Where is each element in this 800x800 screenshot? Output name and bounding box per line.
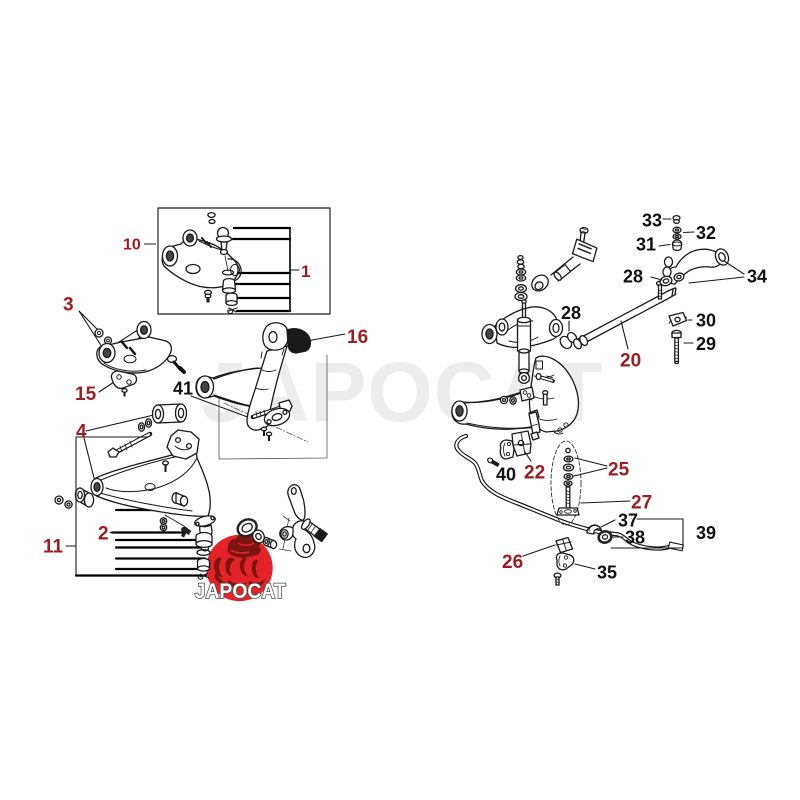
svg-text:22: 22 <box>524 463 545 484</box>
svg-text:28: 28 <box>561 303 581 323</box>
svg-text:28: 28 <box>623 267 643 287</box>
svg-text:11: 11 <box>43 537 64 558</box>
svg-text:33: 33 <box>642 211 662 231</box>
svg-text:10: 10 <box>123 237 141 254</box>
svg-text:25: 25 <box>608 460 630 481</box>
svg-text:1: 1 <box>301 262 310 281</box>
svg-text:35: 35 <box>597 563 617 583</box>
svg-text:39: 39 <box>696 523 716 543</box>
svg-text:31: 31 <box>636 235 656 255</box>
svg-text:41: 41 <box>173 379 193 399</box>
svg-text:40: 40 <box>496 465 516 485</box>
svg-text:37: 37 <box>618 511 638 531</box>
svg-text:2: 2 <box>98 524 109 545</box>
svg-text:3: 3 <box>63 295 74 316</box>
svg-text:29: 29 <box>696 334 716 354</box>
svg-text:16: 16 <box>347 327 368 348</box>
svg-text:30: 30 <box>696 311 716 331</box>
svg-text:15: 15 <box>75 384 97 405</box>
svg-text:34: 34 <box>747 267 767 287</box>
svg-text:4: 4 <box>76 422 87 443</box>
svg-text:38: 38 <box>625 528 645 548</box>
svg-text:32: 32 <box>696 223 716 243</box>
svg-text:26: 26 <box>502 552 523 573</box>
svg-text:27: 27 <box>631 493 652 514</box>
svg-text:20: 20 <box>620 351 641 372</box>
svg-text:JAPOCAT: JAPOCAT <box>195 579 286 603</box>
